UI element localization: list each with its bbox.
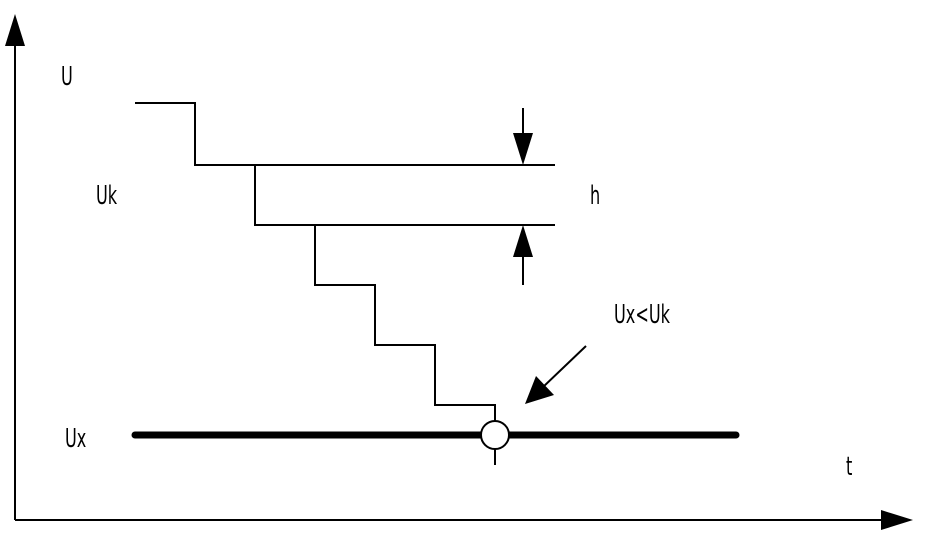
condition-pointer-line [541,345,587,389]
condition-label: Ux<Uk [614,300,670,330]
x-axis-label: t [846,452,852,482]
x-axis-arrowhead [881,510,913,530]
step-height-dimension [513,108,533,285]
condition-pointer-arrowhead [525,376,554,404]
staircase-signal [135,102,496,465]
h-label: h [590,181,600,211]
condition-pointer [525,345,587,404]
y-axis-label: U [61,62,73,92]
ux-label: Ux [65,424,86,454]
uk-label: Uk [96,181,117,211]
h-arrow-down [513,133,533,165]
h-arrow-up [513,225,533,257]
x-axis [15,510,913,530]
y-axis [5,14,25,520]
y-axis-arrowhead [5,14,25,46]
comparison-point [480,420,510,450]
